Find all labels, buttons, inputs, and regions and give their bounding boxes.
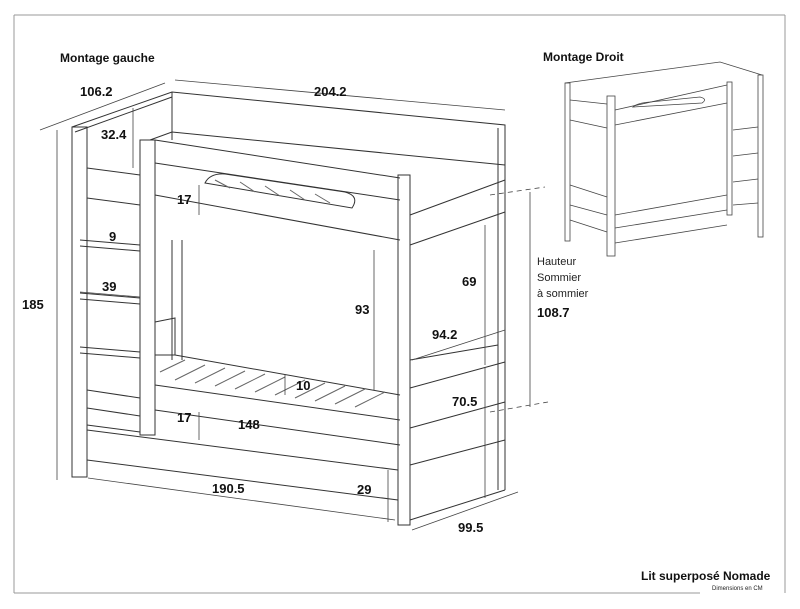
dim-clearance-upper: 93 bbox=[355, 302, 370, 317]
dim-ladder-width: 39 bbox=[102, 279, 117, 294]
sommier-line1: Hauteur bbox=[537, 256, 577, 268]
title-montage-droit: Montage Droit bbox=[543, 50, 624, 64]
bed-left-assembly bbox=[71, 91, 506, 526]
units-note: Dimensions en CM bbox=[712, 586, 763, 592]
dimension-lines bbox=[39, 79, 549, 531]
dim-total-length: 190.5 bbox=[212, 481, 245, 496]
dim-lower-length: 148 bbox=[238, 417, 260, 432]
dim-depth-bottom: 99.5 bbox=[458, 520, 484, 535]
sommier-note: Hauteur Sommier à sommier bbox=[537, 254, 588, 302]
sommier-line2: Sommier bbox=[537, 272, 582, 284]
dim-upper-side: 69 bbox=[462, 274, 477, 289]
sommier-line3: à sommier bbox=[537, 288, 589, 300]
dim-lower-side: 70.5 bbox=[452, 394, 478, 409]
dim-inner-width: 94.2 bbox=[432, 327, 458, 342]
dim-under-clearance: 29 bbox=[357, 482, 372, 497]
dim-length-top: 204.2 bbox=[314, 84, 347, 99]
page-frame bbox=[13, 14, 786, 594]
sommier-value: 108.7 bbox=[537, 305, 570, 320]
dim-rung-depth: 9 bbox=[109, 229, 117, 244]
dim-total-height: 185 bbox=[22, 297, 44, 312]
dim-slat-height: 10 bbox=[296, 378, 311, 393]
dim-depth-top: 106.2 bbox=[80, 84, 113, 99]
bed-right-assembly bbox=[564, 61, 764, 257]
title-montage-gauche: Montage gauche bbox=[60, 51, 155, 65]
dim-upper-rail: 17 bbox=[177, 192, 192, 207]
dim-guard-height: 32.4 bbox=[101, 127, 127, 142]
product-name: Lit superposé Nomade bbox=[641, 569, 771, 583]
dim-lower-rail: 17 bbox=[177, 410, 192, 425]
